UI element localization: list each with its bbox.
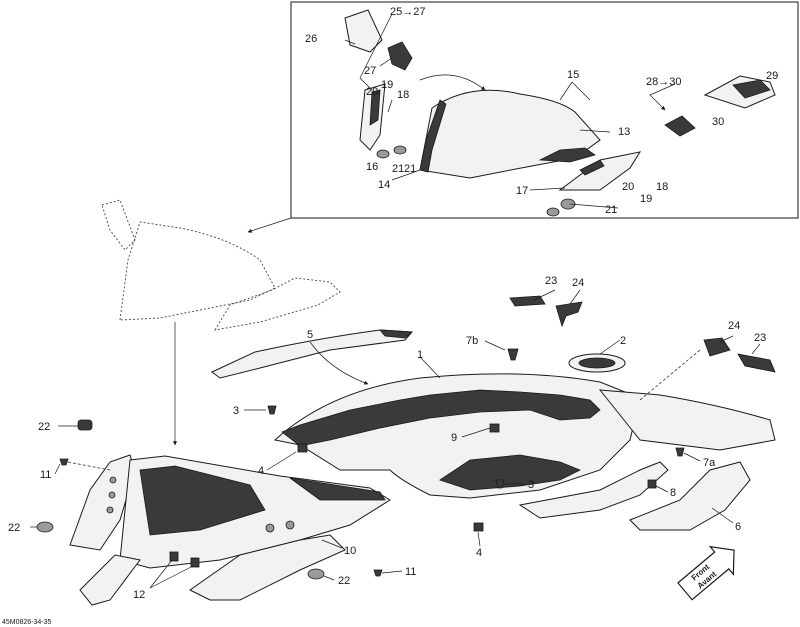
screw-11-a [59,458,69,466]
clip-12-a [169,551,179,562]
callout-24-b: 24 [728,320,740,332]
side-panel-6 [629,461,751,531]
grommet-21-bottom2 [546,207,560,217]
callout-11-a: 11 [40,469,51,481]
callout-23-a: 23 [545,275,557,287]
callout-labels: 1 2 3 3 4 4 5 6 7a 7b 8 9 10 11 11 12 13… [2,6,778,626]
hood-body-1 [273,373,776,499]
bracket-23-a [509,295,546,307]
callout-6: 6 [735,521,741,533]
mirror-right-detail [664,75,776,137]
callout-8: 8 [670,487,676,499]
callout-19-b: 19 [640,193,652,205]
callout-13: 13 [618,126,630,138]
screw-3-b [495,479,505,489]
callout-16: 16 [366,161,378,173]
trim-strip-5 [211,329,414,379]
screw-11-b [373,569,383,577]
grommet-21-bottom [560,198,576,210]
callout-9: 9 [451,432,457,444]
nose-fairing [69,454,391,606]
callout-5: 5 [307,329,313,341]
callout-25-27: 25→27 [390,6,425,18]
screw-3-a [267,405,277,415]
screw-7b [507,348,519,361]
callout-19-a: 19 [381,79,393,91]
callout-2: 2 [620,335,626,347]
callout-30: 30 [712,116,724,128]
callout-27: 27 [364,65,376,77]
callout-7a: 7a [703,457,716,469]
bracket-24-a [555,301,583,328]
grommet-22-b [36,521,54,533]
clip-9 [489,423,500,433]
callout-20-a: 20 [366,86,378,98]
callout-3-b: 3 [528,479,534,491]
callout-21-a: 21 [392,163,404,175]
callout-28-30: 28→30 [646,76,681,88]
bracket-24-b [703,337,731,357]
grommet-21-mid [393,145,407,155]
clip-4-a [297,443,308,453]
callout-22-a: 22 [38,421,50,433]
bracket-23-b [737,353,776,373]
callout-3-a: 3 [233,405,239,417]
clip-22-a [77,419,93,431]
callout-18-a: 18 [397,89,409,101]
callout-24-a: 24 [572,277,584,289]
callout-4-a: 4 [258,465,264,477]
clip-4-b [473,522,484,532]
grommet-21-left [376,149,390,159]
mirror-left-detail [344,9,413,71]
windshield-ghost-outline [101,199,341,331]
windshield-detail [359,83,642,191]
grommet-22-c [307,568,325,580]
callout-21-c: 21 [605,204,617,216]
callout-15: 15 [567,69,579,81]
callout-22-c: 22 [338,575,350,587]
clip-12-b [190,557,200,568]
inset-detail-box [290,1,799,219]
callout-1: 1 [417,349,423,361]
callout-18-b: 18 [656,181,668,193]
callout-20-b: 20 [622,181,634,193]
callout-23-b: 23 [754,332,766,344]
callout-11-b: 11 [405,566,416,578]
callout-12: 12 [133,589,145,601]
callout-22-b: 22 [8,522,20,534]
callout-10: 10 [344,545,356,557]
callout-14: 14 [378,179,390,191]
gauge-ring-2 [568,353,626,373]
callout-17: 17 [516,185,528,197]
callout-7b: 7b [466,335,478,347]
front-direction-badge: Front Avant [677,545,735,601]
screw-7a [675,447,685,457]
callout-26: 26 [305,33,317,45]
reference-code: 45M0826-34-35 [2,619,52,626]
callout-21-b: 21 [404,163,416,175]
clip-8 [647,479,657,489]
callout-4-b: 4 [476,547,482,559]
callout-29: 29 [766,70,778,82]
